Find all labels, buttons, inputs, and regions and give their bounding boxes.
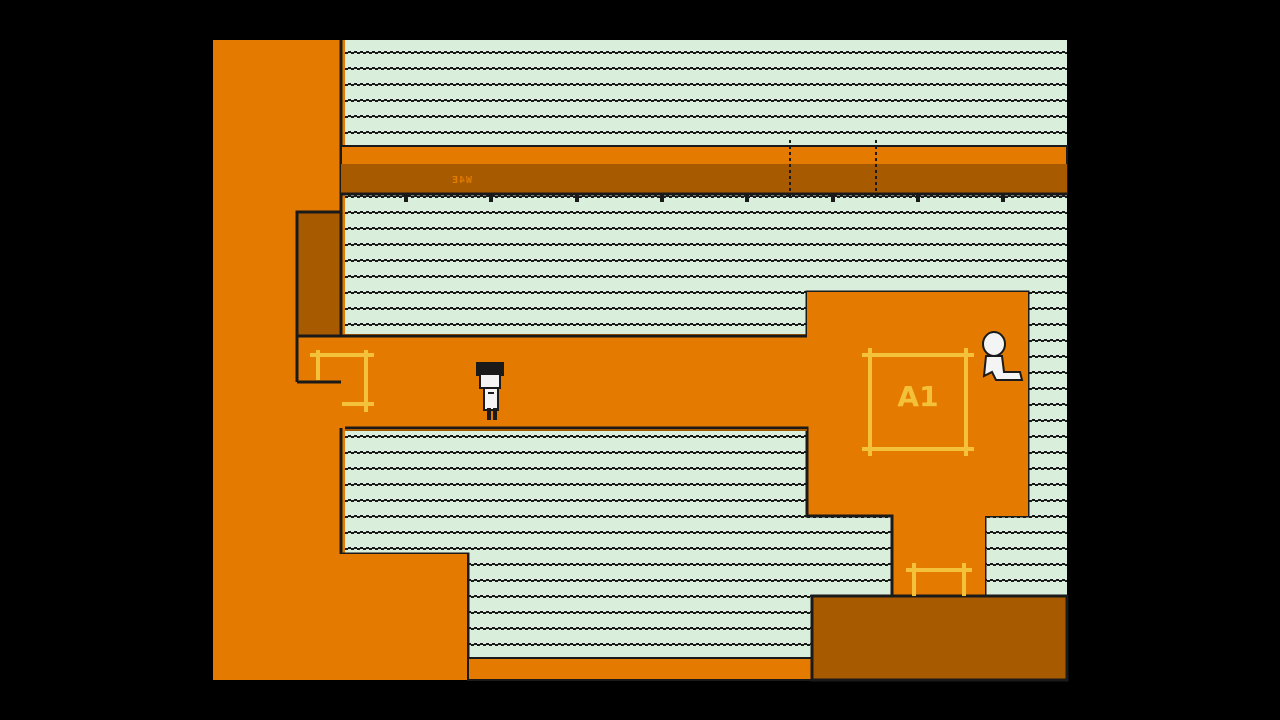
- bottom-strip: [467, 657, 813, 681]
- pier-beam: [340, 140, 1068, 202]
- wall-panel: [295, 210, 343, 339]
- player-character[interactable]: [476, 362, 504, 420]
- dark-block: [810, 594, 1069, 682]
- sitting-figure[interactable]: [982, 331, 1024, 381]
- wall-sign: W4E: [450, 175, 472, 186]
- floor-marker-label: A1: [897, 380, 939, 413]
- floor-markings: [310, 348, 974, 596]
- corridor: [295, 290, 1030, 600]
